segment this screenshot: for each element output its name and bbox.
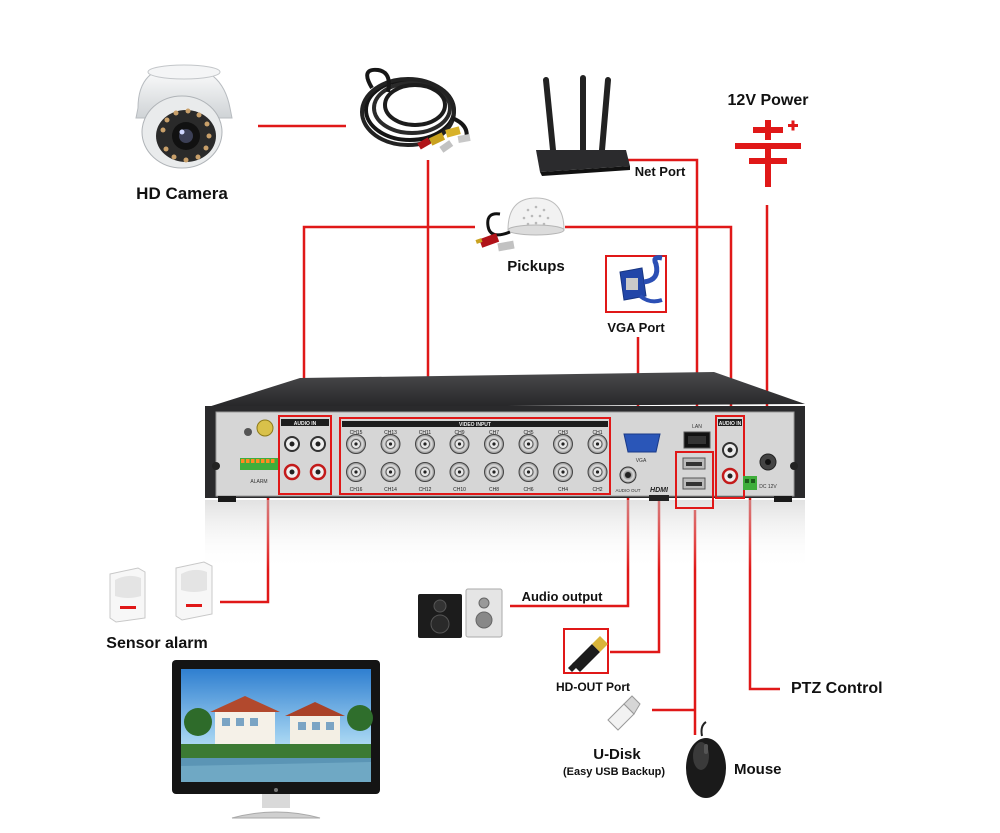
vga-cable-icon <box>605 255 667 313</box>
label-vga-port: VGA Port <box>607 320 665 335</box>
bnc-connector <box>415 462 435 482</box>
vga-connector: VGA <box>623 433 661 464</box>
panel-label-audio-out: AUDIO OUT <box>615 488 640 493</box>
label-u-disk-sub: (Easy USB Backup) <box>563 766 665 778</box>
mouse-icon <box>686 721 726 798</box>
channel-label: CH15 <box>350 430 363 436</box>
panel-label-dc12v: DC 12V <box>759 484 777 490</box>
channel-label: CH12 <box>419 487 432 493</box>
cable-bundle-icon <box>360 67 471 153</box>
bnc-connector <box>518 462 539 482</box>
panel-label-hdmi: HDMI <box>650 487 669 494</box>
audio-in-right-block: AUDIO IN <box>715 415 745 499</box>
lan-usb-block: LAN <box>675 424 714 509</box>
panel-label-audio-in-left: AUDIO IN <box>294 421 317 427</box>
channel-label: CH13 <box>384 430 397 436</box>
label-mouse: Mouse <box>734 761 782 778</box>
audio-out-connector: AUDIO OUT <box>615 466 641 493</box>
bnc-connector <box>484 434 504 454</box>
power-icon <box>735 120 801 187</box>
rca-jacks-left <box>283 436 327 481</box>
channel-label: CH5 <box>523 430 533 436</box>
bnc-connector <box>587 434 608 454</box>
channel-label: CH8 <box>489 487 499 493</box>
bnc-connector <box>346 434 366 454</box>
bnc-connector <box>449 434 470 454</box>
label-ptz-control: PTZ Control <box>791 680 883 697</box>
bnc-connector <box>380 434 401 454</box>
hdmi-plug-icon <box>563 628 609 674</box>
label-12v-power: 12V Power <box>728 92 809 109</box>
panel-label-lan: LAN <box>692 424 702 430</box>
bnc-connector <box>553 462 573 482</box>
channel-label: CH6 <box>523 487 533 493</box>
label-pickups: Pickups <box>507 258 565 275</box>
channel-label: CH11 <box>419 430 432 436</box>
bnc-connector <box>415 434 435 454</box>
bnc-connector <box>484 462 504 482</box>
label-u-disk: U-Disk <box>593 746 641 763</box>
speakers-icon <box>418 588 503 638</box>
bnc-connector <box>346 462 366 482</box>
ptz-terminal <box>743 476 757 490</box>
panel-label-vga: VGA <box>636 458 647 464</box>
channel-label: CH14 <box>384 487 397 493</box>
bnc-connector <box>380 462 401 482</box>
label-hd-out-port: HD-OUT Port <box>556 680 630 694</box>
channel-label: CH9 <box>454 430 464 436</box>
channel-label: CH1 <box>592 430 602 436</box>
panel-label-alarm: ALARM <box>250 479 267 485</box>
label-audio-output: Audio output <box>522 589 604 604</box>
panel-label-video-input: VIDEO INPUT <box>459 422 491 428</box>
usb-disk-icon <box>607 695 641 731</box>
monitor-icon <box>172 660 380 819</box>
channel-label: CH16 <box>350 487 363 493</box>
label-net-port: Net Port <box>635 164 686 179</box>
camera-dome-icon <box>135 64 233 169</box>
channel-label: CH7 <box>489 430 499 436</box>
line-router-lan <box>626 158 699 422</box>
router-icon <box>536 75 630 176</box>
dc-power-jack: DC 12V <box>759 453 777 490</box>
bnc-connector <box>587 462 608 482</box>
bnc-connector <box>518 434 539 454</box>
bnc-connector <box>553 434 573 454</box>
bnc-connector <box>449 462 470 482</box>
label-sensor-alarm: Sensor alarm <box>106 635 207 652</box>
channel-label: CH2 <box>592 487 602 493</box>
line-pickup-audio-in-left <box>302 225 475 420</box>
hdmi-connector: HDMI <box>649 487 669 501</box>
panel-label-audio-in-right: AUDIO IN <box>719 421 742 427</box>
label-hd-camera: HD Camera <box>136 184 228 203</box>
motion-sensor-icon <box>109 561 213 623</box>
line-pickup-audio-in-right <box>565 225 733 420</box>
audio-in-left-block: AUDIO IN <box>278 415 332 495</box>
microphone-icon <box>475 197 565 252</box>
channel-label: CH10 <box>453 487 466 493</box>
channel-label: CH4 <box>558 487 568 493</box>
channel-label: CH3 <box>558 430 568 436</box>
